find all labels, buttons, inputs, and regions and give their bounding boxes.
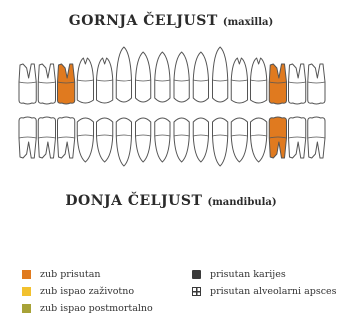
lower-tooth-10 [193, 118, 208, 162]
upper-tooth-1 [19, 64, 36, 104]
legend-abscess-label: prisutan alveolarni apsces [210, 286, 337, 297]
legend-present-label: zub prisutan [40, 269, 100, 280]
upper-tooth-11 [213, 47, 228, 102]
upper-tooth-9 [174, 52, 189, 102]
lower-tooth-13 [251, 118, 267, 162]
upper-tooth-8 [155, 52, 170, 102]
abscess-hatch-icon [192, 287, 201, 296]
upper-tooth-10 [193, 52, 208, 102]
legend-caries: prisutan karijes [192, 269, 286, 280]
upper-tooth-15 [289, 64, 306, 104]
upper-tooth-6 [116, 47, 131, 102]
legend-lost-postmortem-swatch [22, 304, 31, 313]
upper-tooth-2 [38, 64, 55, 104]
legend-abscess: prisutan alveolarni apsces [192, 286, 337, 297]
upper-tooth-14 [269, 64, 286, 104]
legend-present-swatch [22, 270, 31, 279]
lower-jaw-label: DONJA ČELJUST [65, 193, 202, 209]
legend-lost-postmortem: zub ispao postmortalno [22, 303, 153, 314]
legend-lost-antemortem-swatch [22, 287, 31, 296]
legend-caries-label: prisutan karijes [210, 269, 286, 280]
lower-tooth-7 [136, 118, 151, 162]
legend-lost-antemortem: zub ispao zaživotno [22, 286, 134, 297]
lower-tooth-9 [174, 118, 189, 162]
lower-tooth-8 [155, 118, 170, 162]
legend-lost-postmortem-label: zub ispao postmortalno [40, 303, 153, 314]
legend-present: zub prisutan [22, 269, 100, 280]
legend-lost-antemortem-label: zub ispao zaživotno [40, 286, 134, 297]
lower-tooth-4 [77, 118, 93, 162]
legend-caries-swatch [192, 270, 201, 279]
lower-jaw-title: DONJA ČELJUST (mandibula) [0, 190, 342, 209]
lower-tooth-6 [116, 118, 131, 166]
upper-tooth-16 [308, 64, 325, 104]
lower-tooth-12 [231, 118, 247, 162]
lower-jaw-sublabel: (mandibula) [207, 197, 276, 208]
lower-tooth-5 [97, 118, 113, 162]
upper-tooth-3 [58, 64, 75, 104]
lower-tooth-11 [213, 118, 228, 166]
upper-tooth-7 [136, 52, 151, 102]
